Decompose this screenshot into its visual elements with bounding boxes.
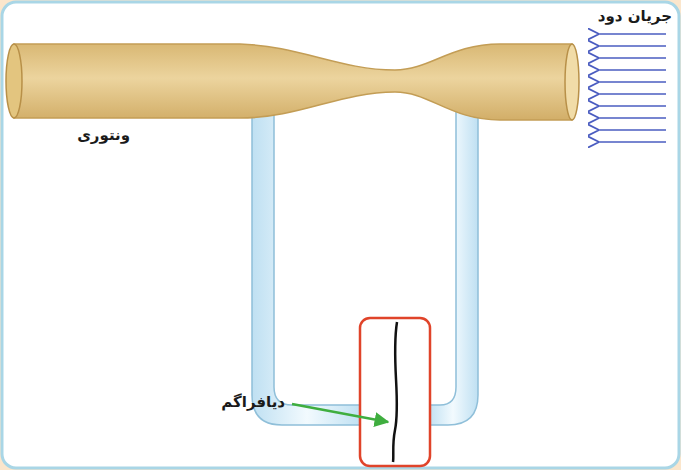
diaphragm <box>393 322 397 462</box>
tube-opening <box>6 44 22 118</box>
tube-opening <box>565 44 579 120</box>
flow-arrow <box>598 117 666 119</box>
flow-arrow <box>598 93 666 95</box>
flow-label: جریان دود <box>598 7 672 25</box>
flow-arrow <box>598 45 666 47</box>
flow-arrow <box>598 57 666 59</box>
diaphragm-housing <box>360 318 430 466</box>
leader-arrow <box>292 404 388 422</box>
part-label: ونتوری <box>77 126 130 144</box>
flow-arrow <box>598 33 666 35</box>
flow-arrow <box>598 141 666 143</box>
flow-arrow <box>598 81 666 83</box>
pressure-tube <box>252 110 362 425</box>
flow-arrow <box>598 105 666 107</box>
flow-arrow <box>598 129 666 131</box>
part-label: دیافراگم <box>221 393 285 411</box>
smoke-flow-arrows <box>598 34 666 142</box>
venturi-tube <box>14 44 572 120</box>
pressure-tube <box>428 110 478 425</box>
flow-arrow <box>598 69 666 71</box>
